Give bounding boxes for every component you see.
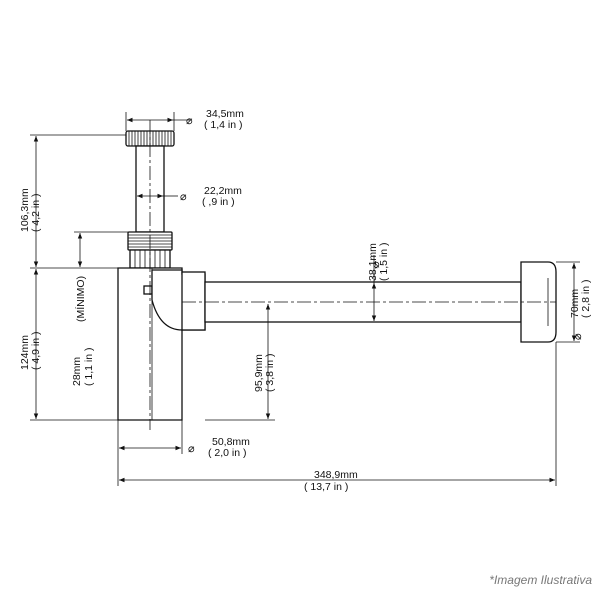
flange-dia-mm: 70mm xyxy=(569,289,581,318)
min-height-in: ( 1,1 in ) xyxy=(83,347,95,386)
cap-dia-symbol: ⌀ xyxy=(186,114,193,127)
tube-dia-in: ( ,9 in ) xyxy=(202,196,235,208)
min-height-label: 28mm ( 1,1 in ) xyxy=(71,347,95,386)
siphon-part xyxy=(117,120,557,430)
body-slot xyxy=(143,285,153,295)
top-height-mm: 106,3mm xyxy=(19,188,31,232)
body-dia-mm: 50,8mm xyxy=(212,436,250,448)
total-length-in: ( 13,7 in ) xyxy=(304,481,348,493)
tube-dia-mm: 22,2mm xyxy=(204,185,242,197)
dimension-lines xyxy=(30,112,580,486)
body-height-label: 124mm ( 4,9 in ) xyxy=(19,331,42,370)
flange-dia-symbol: ⌀ xyxy=(571,333,584,340)
body-dia-symbol: ⌀ xyxy=(188,442,195,455)
flange-dia-in: ( 2,8 in ) xyxy=(580,279,592,318)
min-height-note: (MÍNIMO) xyxy=(74,276,87,322)
body-dia-in: ( 2,0 in ) xyxy=(208,447,247,459)
outlet-height-label: 95,9mm ( 3,8 in ) xyxy=(253,353,276,392)
cap-dia-in: ( 1,4 in ) xyxy=(204,119,243,131)
pipe-dia-in: ( 1,5 in ) xyxy=(378,242,390,281)
flange-dia-label: 70mm ( 2,8 in ) xyxy=(569,279,592,318)
body-height-in: ( 4,9 in ) xyxy=(30,331,42,370)
outlet-height-mm: 95,9mm xyxy=(253,354,265,392)
min-height-mm: 28mm xyxy=(71,357,83,386)
tube-dia-symbol: ⌀ xyxy=(180,190,187,203)
top-height-in: ( 4,2 in ) xyxy=(30,193,42,232)
pipe-dia-label: 38,1mm ( 1,5 in ) xyxy=(367,242,390,281)
total-length-mm: 348,9mm xyxy=(314,469,358,481)
elbow-nut xyxy=(181,271,206,331)
illustrative-note: *Imagem Ilustrativa xyxy=(489,573,592,587)
pipe-dia-symbol: ⌀ xyxy=(369,261,382,268)
pipe-dia-mm: 38,1mm xyxy=(367,243,379,281)
top-height-label: 106,3mm ( 4,2 in ) xyxy=(19,188,42,232)
min-height-note-label: (MÍNIMO) xyxy=(74,276,87,322)
body-height-mm: 124mm xyxy=(19,335,31,370)
outlet-height-in: ( 3,8 in ) xyxy=(264,353,276,392)
cap-dia-mm: 34,5mm xyxy=(206,108,244,120)
